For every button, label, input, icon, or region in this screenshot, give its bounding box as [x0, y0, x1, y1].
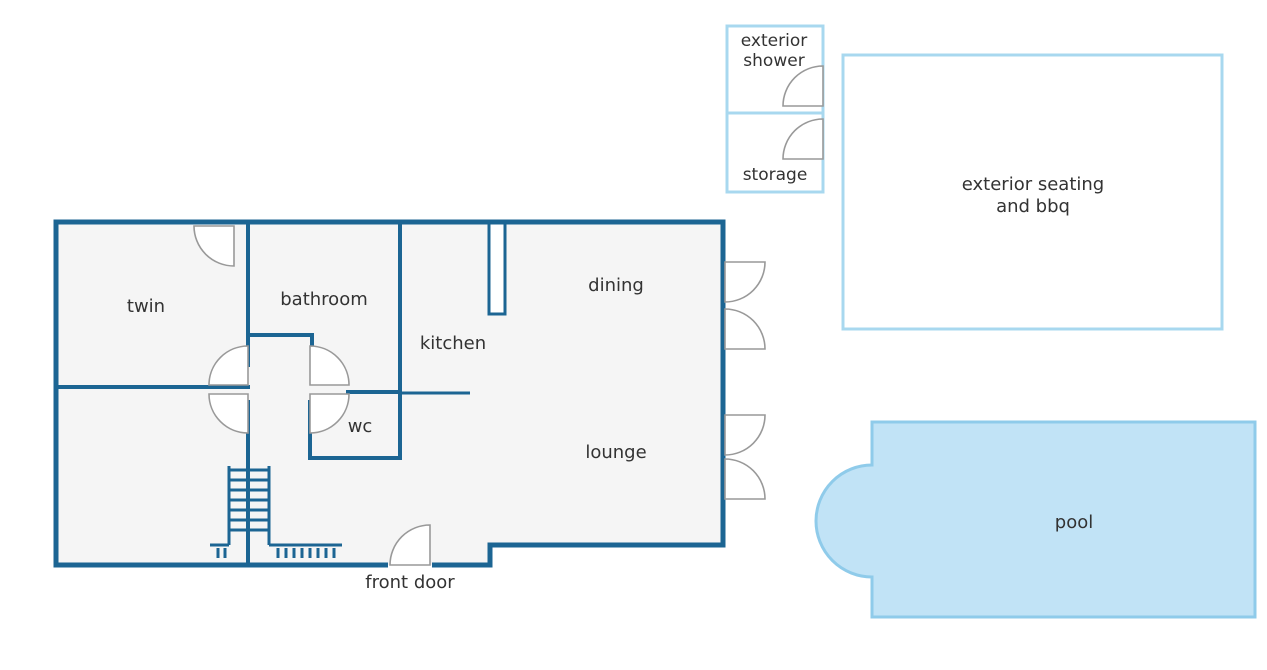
- door-hall-left-lower: [208, 393, 249, 434]
- kitchen-pillar: [487, 220, 507, 316]
- label-exterior-shower-line1: exterior: [741, 31, 807, 51]
- exterior-seating-area: [841, 53, 1224, 331]
- room-label-bathroom: bathroom: [280, 289, 368, 310]
- door-twin: [193, 225, 235, 267]
- door-bathroom: [309, 345, 350, 386]
- label-storage: storage: [743, 165, 808, 185]
- label-exterior-seating-line1: exterior seating: [962, 174, 1104, 195]
- door-lounge-lower: [724, 458, 766, 500]
- door-lounge-upper: [724, 414, 766, 456]
- house-exterior-wall: [53, 219, 726, 568]
- doors: [193, 225, 766, 566]
- room-label-wc: wc: [348, 416, 373, 437]
- room-label-dining: dining: [588, 275, 644, 296]
- door-front: [389, 524, 431, 566]
- door-dining-upper: [724, 261, 766, 303]
- door-wc: [309, 393, 350, 434]
- label-pool: pool: [1055, 512, 1093, 533]
- door-dining-lower: [724, 308, 766, 350]
- room-label-twin: twin: [127, 296, 165, 317]
- door-exterior-shower: [782, 65, 824, 107]
- label-exterior-shower-line2: shower: [743, 51, 804, 71]
- label-front-door: front door: [365, 572, 455, 593]
- door-hall-left-upper: [208, 345, 249, 386]
- room-label-kitchen: kitchen: [420, 333, 486, 354]
- door-storage: [782, 118, 824, 160]
- staircase: [210, 466, 342, 558]
- pool-shape: [814, 420, 1257, 619]
- room-label-lounge: lounge: [585, 442, 646, 463]
- label-exterior-seating-line2: and bbq: [996, 196, 1070, 217]
